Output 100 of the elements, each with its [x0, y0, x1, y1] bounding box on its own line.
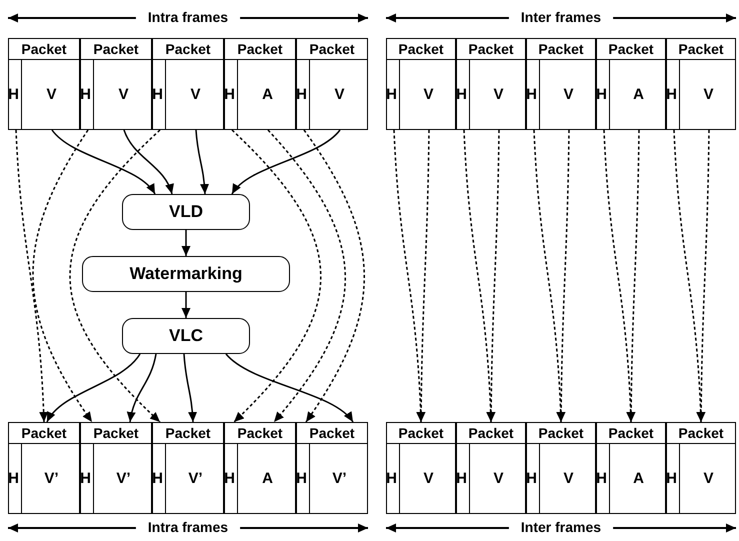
packet-box — [152, 38, 224, 130]
payload-cell: A — [240, 443, 296, 513]
packet-box — [386, 422, 456, 514]
packet-header: Packet — [457, 423, 525, 444]
packet-box — [596, 422, 666, 514]
header-cell: H — [524, 443, 540, 513]
packet-header: Packet — [527, 39, 595, 60]
frame-label: Intra frames — [148, 519, 228, 535]
header-cell: H — [454, 443, 470, 513]
header-cell: H — [524, 59, 540, 129]
arrow — [267, 130, 346, 422]
packet-header: Packet — [225, 423, 295, 444]
payload-cell: V’ — [24, 443, 80, 513]
header-cell: H — [294, 59, 310, 129]
arrow — [46, 354, 141, 422]
packet-header: Packet — [297, 39, 367, 60]
header-cell: H — [150, 59, 166, 129]
header-cell: H — [664, 59, 680, 129]
packet-header: Packet — [297, 423, 367, 444]
arrow — [32, 130, 93, 422]
arrow — [195, 130, 209, 194]
packet-header: Packet — [387, 423, 455, 444]
arrow — [51, 130, 156, 194]
header-cell: H — [6, 59, 22, 129]
packet-header: Packet — [9, 423, 79, 444]
header-cell: H — [384, 443, 400, 513]
header-cell: H — [78, 443, 94, 513]
packet-header: Packet — [597, 423, 665, 444]
packet-box — [224, 422, 296, 514]
packet-header: Packet — [153, 39, 223, 60]
packet-box — [8, 422, 80, 514]
packet-box — [386, 38, 456, 130]
payload-cell: V — [402, 59, 456, 129]
packet-header: Packet — [597, 39, 665, 60]
header-cell: H — [664, 443, 680, 513]
arrow — [182, 230, 190, 256]
packet-box — [80, 38, 152, 130]
payload-cell: V’ — [168, 443, 224, 513]
arrow — [225, 353, 354, 422]
process-box: Watermarking — [82, 256, 290, 292]
packet-box — [224, 38, 296, 130]
payload-cell: V — [24, 59, 80, 129]
packet-header: Packet — [527, 423, 595, 444]
payload-cell: V — [472, 443, 526, 513]
packet-box — [296, 38, 368, 130]
arrow — [231, 129, 341, 194]
frame-label: Inter frames — [520, 519, 602, 535]
header-cell: H — [6, 443, 22, 513]
arrow — [15, 130, 48, 422]
payload-cell: V — [168, 59, 224, 129]
packet-header: Packet — [81, 423, 151, 444]
header-cell: H — [294, 443, 310, 513]
packet-box — [526, 422, 596, 514]
payload-cell: V — [682, 443, 736, 513]
arrow — [127, 354, 157, 422]
payload-cell: V — [402, 443, 456, 513]
header-cell: H — [78, 59, 94, 129]
header-cell: H — [222, 59, 238, 129]
packet-box — [8, 38, 80, 130]
packet-header: Packet — [667, 423, 735, 444]
packet-header: Packet — [667, 39, 735, 60]
header-cell: H — [454, 59, 470, 129]
payload-cell: V — [96, 59, 152, 129]
packet-header: Packet — [457, 39, 525, 60]
packet-box — [666, 422, 736, 514]
header-cell: H — [384, 59, 400, 129]
packet-header: Packet — [9, 39, 79, 60]
process-box: VLC — [122, 318, 250, 354]
packet-header: Packet — [225, 39, 295, 60]
payload-cell: V — [542, 59, 596, 129]
packet-box — [596, 38, 666, 130]
arrow — [696, 130, 710, 422]
payload-cell: V — [472, 59, 526, 129]
process-box: VLD — [122, 194, 250, 230]
packet-box — [80, 422, 152, 514]
packet-box — [526, 38, 596, 130]
arrow — [556, 130, 570, 422]
packet-header: Packet — [81, 39, 151, 60]
frame-label: Intra frames — [148, 9, 228, 25]
header-cell: H — [222, 443, 238, 513]
packet-header: Packet — [153, 423, 223, 444]
payload-cell: A — [612, 443, 666, 513]
payload-cell: A — [612, 59, 666, 129]
packet-header: Packet — [387, 39, 455, 60]
payload-cell: V — [542, 443, 596, 513]
packet-box — [456, 38, 526, 130]
header-cell: H — [594, 443, 610, 513]
payload-cell: A — [240, 59, 296, 129]
header-cell: H — [594, 59, 610, 129]
arrow — [303, 130, 365, 422]
packet-box — [456, 422, 526, 514]
arrow — [123, 130, 174, 194]
frame-label: Inter frames — [520, 9, 602, 25]
payload-cell: V’ — [312, 443, 368, 513]
arrow — [69, 129, 161, 423]
payload-cell: V’ — [96, 443, 152, 513]
packet-box — [666, 38, 736, 130]
arrow — [626, 130, 640, 422]
packet-box — [296, 422, 368, 514]
header-cell: H — [150, 443, 166, 513]
